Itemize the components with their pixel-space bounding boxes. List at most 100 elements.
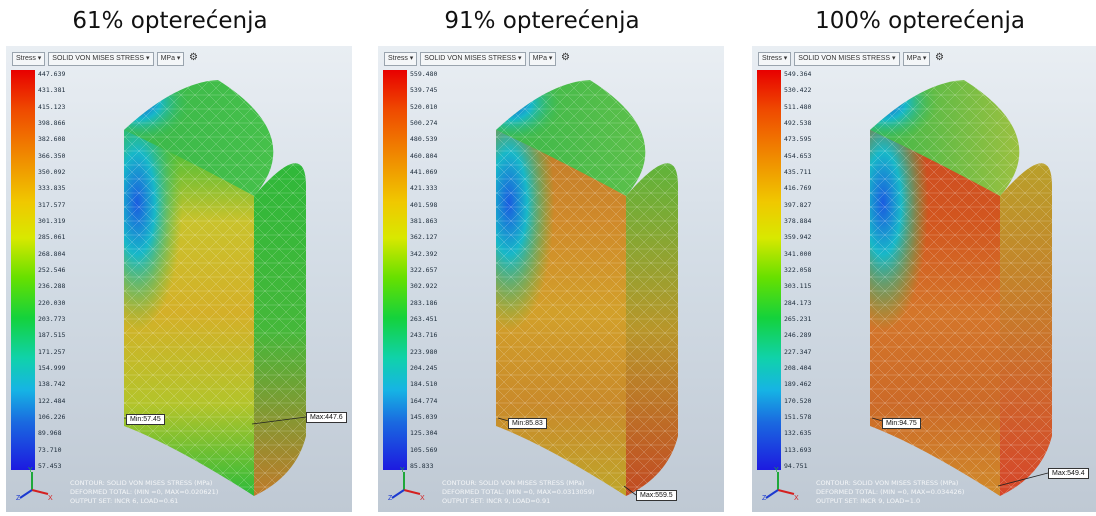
legend-tick-label: 220.030 bbox=[38, 298, 66, 307]
deformed-info: DEFORMED TOTAL: (MIN =0, MAX=0.034426) bbox=[816, 488, 965, 496]
legend-tick-label: 366.350 bbox=[38, 151, 66, 160]
legend-tick-label: 208.404 bbox=[784, 364, 812, 372]
legend-tick-label: 539.745 bbox=[410, 86, 438, 95]
fea-viewport-1[interactable]: Stress ▾SOLID VON MISES STRESS ▾MPa ▾⚙ 44… bbox=[6, 46, 352, 512]
legend-tick-label: 378.884 bbox=[784, 217, 812, 225]
legend-tick-label: 511.480 bbox=[784, 102, 812, 111]
axis-arrow bbox=[777, 489, 795, 495]
fea-model[interactable] bbox=[378, 46, 724, 512]
legend-tick-label: 341.000 bbox=[784, 249, 812, 258]
model-front-mesh bbox=[124, 130, 254, 496]
max-stress-label: Max:447.6 bbox=[306, 412, 347, 423]
legend-tick-label: 263.451 bbox=[410, 315, 438, 323]
axis-label: Z bbox=[762, 495, 767, 502]
legend-tick-label: 94.751 bbox=[784, 462, 808, 470]
legend-tick-label: 359.942 bbox=[784, 233, 812, 242]
legend-tick-label: 381.863 bbox=[410, 217, 438, 225]
axis-label: Y bbox=[28, 467, 33, 474]
legend-tick-label: 85.833 bbox=[410, 462, 434, 470]
axis-triad-icon: YXZ bbox=[388, 467, 425, 502]
legend-tick-label: 416.769 bbox=[784, 184, 812, 193]
max-stress-label: Max:559.5 bbox=[636, 490, 677, 501]
legend-tick-label: 122.484 bbox=[38, 396, 66, 405]
fea-viewport-3[interactable]: Stress ▾SOLID VON MISES STRESS ▾MPa ▾⚙54… bbox=[752, 46, 1096, 512]
model-top-mesh bbox=[496, 80, 646, 196]
stress-legend-bar bbox=[757, 70, 781, 470]
legend-tick-label: 530.422 bbox=[784, 86, 812, 95]
axis-label: X bbox=[420, 495, 425, 502]
settings-gear-icon[interactable]: ⚙ bbox=[188, 52, 198, 63]
legend-tick-label: 138.742 bbox=[38, 380, 66, 389]
axis-triad-icon: YXZ bbox=[16, 467, 53, 502]
legend-tick-label: 350.092 bbox=[38, 168, 66, 176]
legend-tick-label: 89.968 bbox=[38, 429, 62, 438]
legend-tick-label: 322.058 bbox=[784, 266, 812, 274]
legend-tick-label: 362.127 bbox=[410, 233, 438, 242]
fea-viewport-2[interactable]: Stress ▾SOLID VON MISES STRESS ▾MPa ▾⚙55… bbox=[378, 46, 724, 512]
axis-arrow bbox=[31, 489, 49, 495]
legend-tick-label: 57.453 bbox=[38, 462, 62, 470]
settings-gear-icon[interactable]: ⚙ bbox=[560, 52, 570, 63]
legend-tick-label: 73.710 bbox=[38, 445, 62, 454]
legend-tick-label: 454.653 bbox=[784, 151, 812, 160]
legend-tick-label: 473.595 bbox=[784, 135, 812, 144]
axis-triad-icon: Y X Z bbox=[762, 467, 799, 502]
contour-info: CONTOUR: SOLID VON MISES STRESS (MPa) bbox=[70, 479, 213, 487]
result-type-dropdown[interactable]: Stress ▾ bbox=[12, 52, 46, 66]
max-stress-label: Max:549.4 bbox=[1048, 468, 1089, 479]
legend-tick-label: 333.835 bbox=[38, 184, 66, 193]
legend-tick-label: 189.462 bbox=[784, 380, 812, 389]
legend-tick-label: 171.257 bbox=[38, 347, 66, 356]
result-type-dropdown[interactable]: Stress ▾ bbox=[384, 52, 418, 66]
legend-tick-label: 302.922 bbox=[410, 282, 438, 291]
result-component-dropdown[interactable]: SOLID VON MISES STRESS ▾ bbox=[794, 52, 900, 66]
legend-tick-label: 401.598 bbox=[410, 200, 438, 209]
max-leader-line bbox=[251, 416, 307, 425]
deformed-info: DEFORMED TOTAL: (MIN =0, MAX=0.020621) bbox=[70, 488, 219, 496]
legend-tick-label: 342.392 bbox=[410, 249, 438, 258]
model-top-mesh bbox=[124, 80, 274, 196]
legend-tick-label: 184.510 bbox=[410, 380, 438, 389]
legend-tick-label: 441.069 bbox=[410, 168, 438, 176]
fea-model[interactable] bbox=[752, 46, 1096, 512]
panel-1-heading: 61% opterećenja bbox=[72, 8, 268, 34]
min-stress-label: Min:57.45 bbox=[126, 414, 165, 425]
model-top-mesh bbox=[870, 80, 1020, 196]
legend-tick-label: 203.773 bbox=[38, 315, 66, 323]
model-side-mesh bbox=[1000, 163, 1052, 496]
legend-tick-label: 397.827 bbox=[784, 200, 812, 209]
result-toolbar: Stress ▾SOLID VON MISES STRESS ▾MPa ▾⚙ bbox=[384, 52, 571, 66]
legend-tick-label: 317.577 bbox=[38, 200, 66, 209]
min-stress-label: Min:94.75 bbox=[882, 418, 921, 429]
model-front-mesh bbox=[496, 130, 626, 496]
legend-tick-label: 252.546 bbox=[38, 266, 66, 274]
model-side-mesh bbox=[626, 163, 678, 496]
units-dropdown[interactable]: MPa ▾ bbox=[902, 52, 931, 66]
legend-tick-label: 113.693 bbox=[784, 445, 812, 454]
axis-label: Y bbox=[774, 467, 779, 474]
axis-arrow bbox=[403, 489, 421, 495]
result-component-dropdown[interactable]: SOLID VON MISES STRESS ▾ bbox=[48, 52, 154, 66]
max-leader-line bbox=[623, 485, 637, 496]
legend-tick-label: 151.578 bbox=[784, 413, 812, 421]
result-info-text: CONTOUR: SOLID VON MISES STRESS (MPa)DEF… bbox=[816, 479, 964, 506]
min-stress-label: Min:85.83 bbox=[508, 418, 547, 429]
legend-tick-label: 447.639 bbox=[38, 70, 66, 78]
settings-gear-icon[interactable]: ⚙ bbox=[934, 52, 944, 63]
stress-legend-bar bbox=[383, 70, 407, 470]
units-dropdown[interactable]: MPa ▾ bbox=[156, 52, 185, 66]
units-dropdown[interactable]: MPa ▾ bbox=[528, 52, 557, 66]
axis-label: Z bbox=[16, 495, 21, 502]
axis-label: X bbox=[794, 495, 799, 502]
legend-tick-label: 204.245 bbox=[410, 364, 438, 372]
output-set-info: OUTPUT SET: INCR 9, LOAD=0.91 bbox=[442, 497, 551, 505]
legend-tick-label: 170.520 bbox=[784, 396, 812, 405]
legend-tick-label: 236.288 bbox=[38, 282, 66, 291]
legend-tick-label: 105.569 bbox=[410, 445, 438, 454]
deformed-info: DEFORMED TOTAL: (MIN =0, MAX=0.0313059) bbox=[442, 488, 595, 496]
result-type-dropdown[interactable]: Stress ▾ bbox=[758, 52, 792, 66]
legend-tick-label: 421.333 bbox=[410, 184, 438, 193]
result-component-dropdown[interactable]: SOLID VON MISES STRESS ▾ bbox=[420, 52, 526, 66]
axis-arrow bbox=[391, 489, 405, 499]
fea-model[interactable] bbox=[6, 46, 352, 512]
